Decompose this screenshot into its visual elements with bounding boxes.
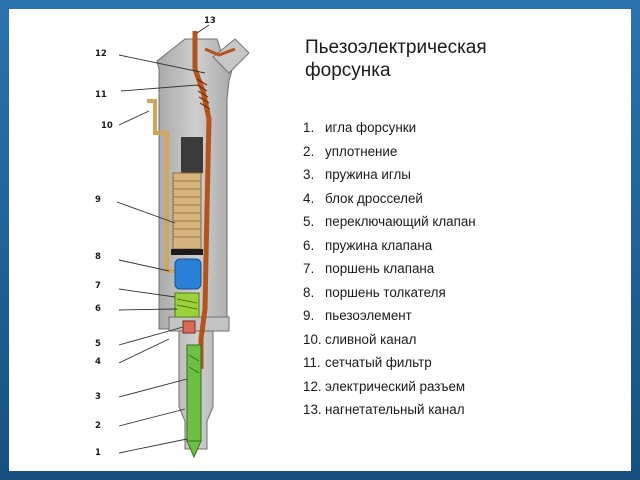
legend-number: 3. xyxy=(303,167,315,182)
legend-label: пьезоэлемент xyxy=(325,308,412,323)
legend-number: 10. xyxy=(303,331,322,347)
legend-number: 8. xyxy=(303,284,315,300)
legend-item: 2. уплотнение xyxy=(303,140,476,164)
callout-13: 13 xyxy=(204,16,216,26)
legend-label: блок дросселей xyxy=(325,190,423,206)
legend-label: сетчатый фильтр xyxy=(325,355,432,370)
legend-item: 5. переключающий клапан xyxy=(303,210,476,234)
callout-7: 7 xyxy=(95,281,101,291)
legend-label: нагнетательный канал xyxy=(325,402,465,417)
callout-numbers: 13 12 11 10 9 8 7 6 5 4 3 2 1 xyxy=(95,16,216,458)
legend-item: 13.нагнетательный канал xyxy=(303,398,476,422)
legend-number: 4. xyxy=(303,190,315,206)
electric-connector-lead xyxy=(204,47,236,57)
switching-valve xyxy=(182,320,196,334)
legend-number: 2. xyxy=(303,143,315,159)
legend-item: 3. пружина иглы xyxy=(303,163,476,187)
connector-block xyxy=(181,137,203,173)
callout-9: 9 xyxy=(95,195,101,205)
legend-number: 12. xyxy=(303,378,322,394)
callout-2: 2 xyxy=(95,421,101,431)
legend-item: 7. поршень клапана xyxy=(303,257,476,281)
legend-label: пружина иглы xyxy=(325,167,411,182)
legend-item: 8. поршень толкателя xyxy=(303,281,476,305)
legend-label: пружина клапана xyxy=(325,237,433,253)
parts-legend: 1. игла форсунки 2. уплотнение 3. пружина и… xyxy=(303,116,476,422)
legend-number: 7. xyxy=(303,261,315,276)
legend-label: поршень толкателя xyxy=(325,284,446,300)
legend-label: сливной канал xyxy=(325,331,417,347)
title-line-1: Пьезоэлектрическая xyxy=(305,37,487,58)
legend-item: 6. пружина клапана xyxy=(303,234,476,258)
legend-item: 11. сетчатый фильтр xyxy=(303,351,476,375)
legend-label: переключающий клапан xyxy=(325,214,476,229)
valve-spring xyxy=(174,292,200,318)
legend-label: электрический разъем xyxy=(325,378,466,394)
legend-number: 11. xyxy=(303,355,321,370)
legend-number: 13. xyxy=(303,402,322,417)
callout-1: 1 xyxy=(95,448,101,458)
callout-6: 6 xyxy=(95,304,101,314)
legend-number: 9. xyxy=(303,308,315,323)
legend-label: уплотнение xyxy=(325,143,398,159)
legend-number: 5. xyxy=(303,214,315,229)
high-pressure-channel xyxy=(192,31,212,369)
legend-item: 4. блок дросселей xyxy=(303,187,476,211)
diagram-canvas: 13 12 11 10 9 8 7 6 5 4 3 2 1 Пьезоэлект… xyxy=(9,9,631,471)
callout-10: 10 xyxy=(101,121,113,131)
legend-item: 1. игла форсунки xyxy=(303,116,476,140)
callout-12: 12 xyxy=(95,49,107,59)
title-line-2: форсунка xyxy=(305,60,391,81)
filter-coil xyxy=(196,78,211,110)
legend-item: 9. пьезоэлемент xyxy=(303,304,476,328)
legend-number: 6. xyxy=(303,237,315,253)
callout-5: 5 xyxy=(95,339,101,349)
nozzle-needle xyxy=(186,344,202,459)
callout-11: 11 xyxy=(95,90,107,100)
injector-diagram: 13 12 11 10 9 8 7 6 5 4 3 2 1 xyxy=(95,16,250,459)
legend-item: 12.электрический разъем xyxy=(303,375,476,399)
callout-3: 3 xyxy=(95,392,101,402)
piezo-element xyxy=(172,172,202,250)
piezo-cap xyxy=(171,249,203,255)
callout-4: 4 xyxy=(95,357,101,367)
diagram-title: Пьезоэлектрическая форсунка xyxy=(305,36,605,82)
plunger xyxy=(174,258,202,290)
callout-8: 8 xyxy=(95,252,101,262)
legend-label: игла форсунки xyxy=(325,120,417,135)
callout-leaders xyxy=(116,24,210,454)
legend-label: поршень клапана xyxy=(325,261,435,276)
legend-number: 1. xyxy=(303,120,315,135)
legend-item: 10.сливной канал xyxy=(303,328,476,352)
